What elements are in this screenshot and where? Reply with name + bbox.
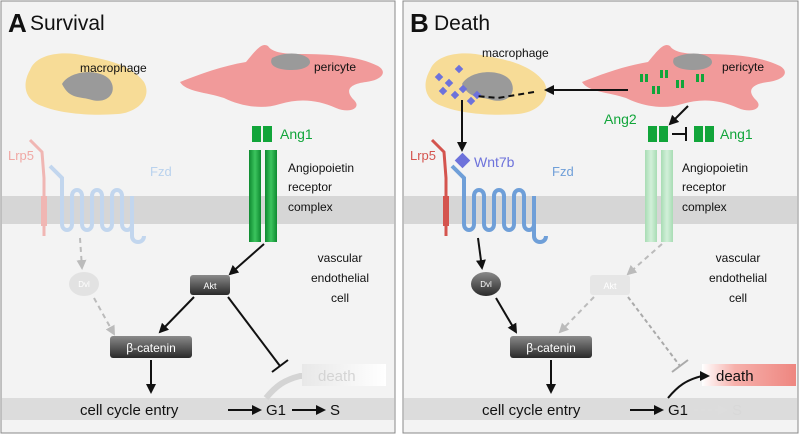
fzd-label: Fzd bbox=[552, 164, 574, 179]
death-branch-curve bbox=[263, 373, 304, 400]
panel-letter: A bbox=[8, 8, 27, 38]
membrane-band bbox=[2, 196, 394, 224]
complex-label-line3: complex bbox=[682, 200, 727, 214]
dvl-label: Dvl bbox=[480, 280, 492, 289]
lrp5-transmembrane bbox=[41, 196, 47, 226]
akt-node bbox=[590, 275, 630, 295]
endothelial-label-line2: endothelial bbox=[709, 271, 767, 285]
dvl-node bbox=[69, 272, 99, 296]
pericyte-label: pericyte bbox=[722, 60, 764, 74]
ang2-ligand-right bbox=[659, 126, 668, 142]
death-label: death bbox=[716, 368, 754, 385]
pericyte-nucleus bbox=[673, 53, 713, 70]
ang2-granules bbox=[640, 70, 704, 94]
pericyte-cell bbox=[582, 44, 785, 111]
death-label: death bbox=[318, 368, 356, 385]
akt-node bbox=[190, 275, 230, 295]
panel-death: B Death macrophage pericyte bbox=[402, 0, 799, 434]
beta-catenin-label: β-catenin bbox=[126, 341, 176, 355]
lrp5-receptor bbox=[430, 138, 448, 196]
pericyte-label: pericyte bbox=[314, 60, 356, 74]
endothelial-label-line1: vascular bbox=[716, 251, 761, 265]
beta-catenin-node bbox=[110, 336, 192, 358]
endothelial-label-line2: endothelial bbox=[311, 271, 369, 285]
akt-label: Akt bbox=[603, 281, 617, 291]
akt-inhibits-death-line bbox=[227, 296, 281, 367]
ang-receptor-right bbox=[661, 150, 673, 242]
s-label: S bbox=[732, 402, 742, 419]
cell-cycle-band bbox=[404, 398, 797, 420]
complex-to-akt-arrow bbox=[228, 243, 265, 276]
cell-cycle-label: cell cycle entry bbox=[80, 402, 179, 419]
akt-inhibits-death-bar bbox=[271, 359, 289, 373]
g1-label: G1 bbox=[266, 402, 286, 419]
fzd-receptor bbox=[48, 164, 146, 244]
ang1-label: Ang1 bbox=[720, 126, 753, 142]
panel-title: Survival bbox=[30, 12, 105, 35]
fzd-label: Fzd bbox=[150, 164, 172, 179]
ang1-ligand-right bbox=[705, 126, 714, 142]
g1-label: G1 bbox=[668, 402, 688, 419]
ang1-ligand-left bbox=[252, 126, 261, 142]
pericyte-to-ang2-arrow bbox=[668, 105, 689, 126]
akt-inhibits-death-bar bbox=[671, 359, 689, 373]
complex-to-akt-arrow bbox=[626, 243, 663, 276]
cell-cycle-band bbox=[2, 398, 394, 420]
ang1-ligand-right bbox=[263, 126, 272, 142]
complex-label-line3: complex bbox=[288, 200, 333, 214]
complex-label-line1: Angiopoietin bbox=[682, 161, 748, 175]
fzd-receptor bbox=[450, 164, 548, 244]
lrp5-receptor bbox=[28, 138, 46, 196]
dvl-to-catenin-arrow bbox=[93, 297, 115, 336]
ang1-ligand-left bbox=[694, 126, 703, 142]
macrophage-label: macrophage bbox=[482, 46, 549, 60]
ang2-ligand-left bbox=[648, 126, 657, 142]
dvl-label: Dvl bbox=[78, 280, 90, 289]
beta-catenin-node bbox=[510, 336, 592, 358]
ang-receptor-left bbox=[249, 150, 261, 242]
complex-label-line2: receptor bbox=[288, 180, 332, 194]
lrp5-label: Lrp5 bbox=[410, 148, 436, 163]
death-box bbox=[302, 364, 386, 386]
g1-to-death-arrow bbox=[667, 371, 710, 399]
s-label: S bbox=[330, 402, 340, 419]
membrane-band bbox=[404, 196, 797, 224]
ang1-label: Ang1 bbox=[280, 126, 313, 142]
pericyte-nucleus bbox=[271, 53, 311, 70]
complex-label-line1: Angiopoietin bbox=[288, 161, 354, 175]
akt-label: Akt bbox=[203, 281, 217, 291]
pericyte-cell bbox=[180, 44, 383, 111]
lrp5-label: Lrp5 bbox=[8, 148, 34, 163]
cell-cycle-label: cell cycle entry bbox=[482, 402, 581, 419]
wnt7b-ligand bbox=[454, 152, 471, 169]
akt-to-catenin-arrow bbox=[158, 296, 195, 334]
akt-inhibits-death-line bbox=[627, 296, 681, 367]
macrophage-nucleus bbox=[62, 72, 113, 101]
fzd-to-dvl-arrow bbox=[475, 237, 486, 270]
panel-letter: B bbox=[410, 8, 429, 38]
lrp5-transmembrane bbox=[443, 196, 449, 226]
wnt7b-granules bbox=[434, 64, 482, 106]
panel-title: Death bbox=[434, 12, 490, 35]
dvl-to-catenin-arrow bbox=[495, 297, 518, 334]
akt-to-catenin-arrow bbox=[558, 296, 595, 334]
ang2-label: Ang2 bbox=[604, 111, 637, 127]
ang-receptor-right bbox=[265, 150, 277, 242]
macrophage-internal-dashed bbox=[475, 91, 535, 100]
complex-label-line2: receptor bbox=[682, 180, 726, 194]
ang-receptor-left bbox=[645, 150, 657, 242]
macrophage-label: macrophage bbox=[80, 61, 147, 75]
panel-survival: A Survival macrophage pericyte Lrp5 Fzd … bbox=[0, 0, 396, 434]
endothelial-label-line1: vascular bbox=[318, 251, 363, 265]
endothelial-label-line3: cell bbox=[331, 291, 349, 305]
beta-catenin-label: β-catenin bbox=[526, 341, 576, 355]
wnt7b-label: Wnt7b bbox=[474, 154, 515, 170]
death-box bbox=[702, 364, 796, 386]
endothelial-label-line3: cell bbox=[729, 291, 747, 305]
dvl-node bbox=[471, 272, 501, 296]
